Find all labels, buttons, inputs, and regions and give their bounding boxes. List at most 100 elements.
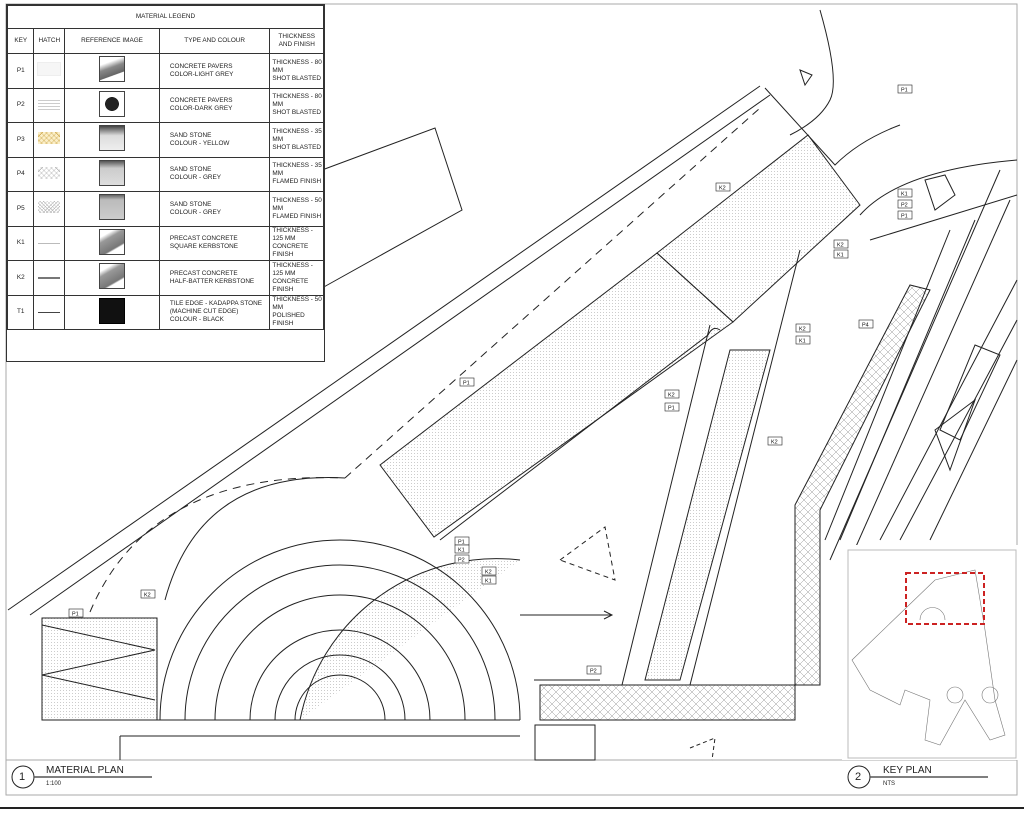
finish-line: POLISHED FINISH: [272, 312, 305, 328]
tag: P1: [459, 377, 475, 387]
reference-image: [64, 225, 160, 261]
tag: K2: [767, 436, 783, 446]
hatch-sample-icon: [38, 201, 61, 214]
legend-key: P3: [6, 122, 35, 158]
tag: P4: [858, 319, 874, 329]
key-number: 2: [855, 771, 862, 783]
finish-line: CONCRETE FINISH: [272, 243, 309, 259]
type-line: SAND STONE: [169, 131, 212, 139]
svg-text:P2: P2: [458, 558, 465, 564]
header-hatch: HATCH: [33, 28, 66, 54]
tag: P1: [897, 84, 913, 94]
hatch-swatch: [33, 191, 66, 227]
hatch-sample-icon: [38, 132, 61, 145]
key-scale: NTS: [883, 781, 895, 787]
hatch-sample-icon: [38, 276, 61, 279]
reference-image: [64, 156, 160, 192]
header-key: KEY: [6, 28, 35, 54]
material-image: [99, 297, 126, 324]
tag: P1: [454, 536, 470, 546]
tag: K1: [897, 188, 913, 198]
hatch-sample-icon: [38, 311, 61, 314]
header-type: TYPE AND COLOUR: [158, 28, 271, 54]
material-image: [99, 228, 126, 255]
material-image: [99, 194, 126, 221]
material-image: [99, 263, 126, 290]
callout-tags: P1 K2 K1 P2 P1 K2 K1 P4 K2 K1 P1 K2 P1 K…: [68, 84, 913, 675]
svg-text:P2: P2: [590, 669, 597, 675]
svg-text:P1: P1: [463, 381, 470, 387]
material-image: [99, 125, 126, 152]
tag: K2: [833, 239, 849, 249]
svg-text:K2: K2: [771, 440, 778, 446]
legend-key: P4: [6, 156, 35, 192]
site-outline: [851, 569, 1006, 746]
tag: P2: [897, 199, 913, 209]
material-image: [99, 56, 126, 83]
tag: P2: [454, 554, 470, 564]
type-line: CONCRETE PAVERS: [169, 97, 233, 105]
legend-key: T1: [6, 294, 35, 330]
type-line: COLOUR - BLACK: [169, 316, 224, 324]
reference-image: [64, 122, 160, 158]
svg-text:P1: P1: [901, 214, 908, 220]
svg-text:K1: K1: [485, 579, 492, 585]
svg-text:K2: K2: [485, 570, 492, 576]
sheet-frame: [5, 3, 1018, 796]
svg-text:K1: K1: [837, 253, 844, 259]
legend-key: P1: [6, 53, 35, 89]
site-linework: [7, 9, 1018, 761]
hatch-swatch: [33, 87, 66, 123]
legend-title: MATERIAL LEGEND: [7, 5, 324, 29]
plan-title: MATERIAL PLAN: [46, 765, 124, 776]
svg-text:K2: K2: [837, 243, 844, 249]
hatch-sample-icon: [38, 166, 61, 179]
hatch-swatch: [33, 225, 66, 261]
finish-line: THICKNESS - 50 MM: [272, 296, 322, 312]
finish-line: FLAMED FINISH: [272, 178, 322, 186]
reference-image: [64, 191, 160, 227]
hatch-swatch: [33, 156, 66, 192]
hatch-swatch: [33, 294, 66, 330]
hatch-sample-icon: [37, 62, 62, 77]
type-line: COLOUR - YELLOW: [169, 139, 230, 147]
tag: K1: [795, 335, 811, 345]
legend-key: K1: [6, 225, 35, 261]
key-plan: [842, 545, 1020, 760]
legend-key: K2: [6, 260, 35, 296]
hatch-swatch: [33, 53, 66, 89]
highlight-area: [905, 572, 985, 625]
svg-text:P1: P1: [458, 540, 465, 546]
header-finish: THICKNESS AND FINISH: [269, 28, 324, 54]
hatch-sample-icon: [38, 243, 61, 245]
type-line: SAND STONE: [169, 166, 212, 174]
type-line: CONCRETE PAVERS: [169, 62, 233, 70]
type-line: PRECAST CONCRETE: [169, 235, 238, 243]
finish-line: THICKNESS - 125 MM: [272, 227, 313, 243]
finish-line: THICKNESS - 35 MM: [272, 127, 322, 143]
tag: K1: [481, 575, 497, 585]
svg-text:K1: K1: [901, 192, 908, 198]
svg-text:P1: P1: [668, 406, 675, 412]
svg-text:K2: K2: [799, 327, 806, 333]
type-line: (MACHINE CUT EDGE): [169, 308, 239, 316]
tag: K2: [795, 323, 811, 333]
